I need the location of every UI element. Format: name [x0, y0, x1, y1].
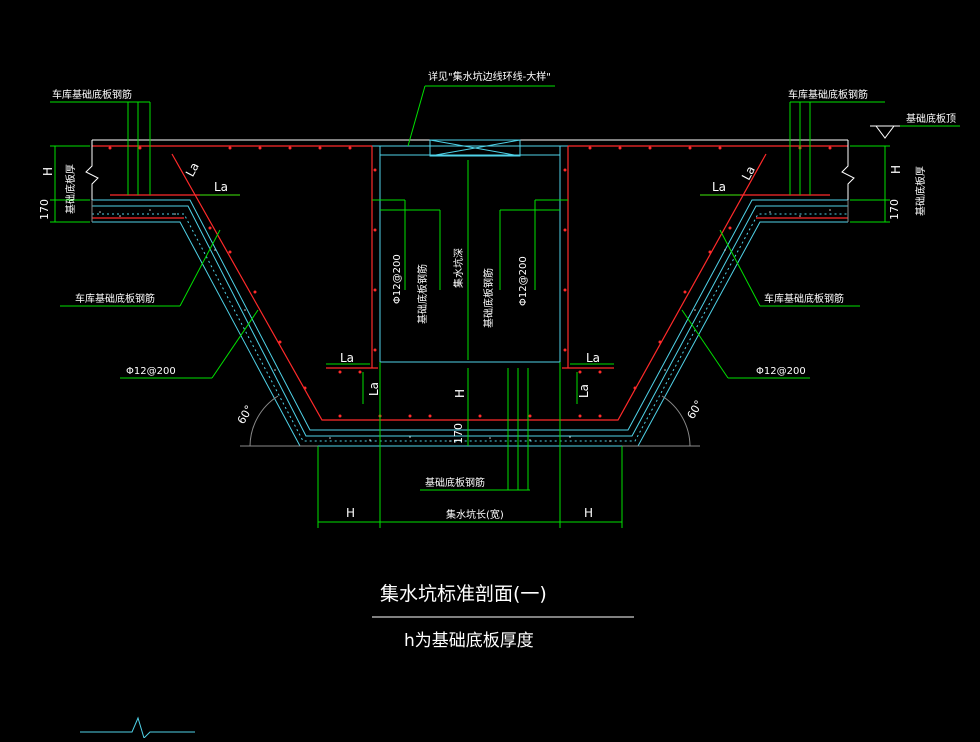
h-dimension-label: H	[41, 167, 55, 176]
rebar-dots	[108, 146, 832, 418]
la-label: La	[214, 180, 228, 194]
h-dimension-label: H	[889, 165, 903, 174]
right-spacing-label: Φ12@200	[756, 366, 806, 377]
thickness-170-label: 170	[452, 423, 465, 444]
dimensions	[50, 125, 960, 739]
angle-60-label: 60°	[685, 398, 706, 421]
left-spacing-label: Φ12@200	[126, 366, 176, 377]
la-label: La	[183, 160, 202, 179]
la-label: La	[712, 180, 726, 194]
angle-60-label: 60°	[235, 403, 256, 426]
drawing-title: 集水坑标准剖面(一)	[380, 583, 547, 605]
left-slope-rebar-label: 车库基础底板钢筋	[75, 292, 155, 305]
la-label: La	[340, 351, 354, 365]
pit-width-label: 集水坑长(宽)	[446, 508, 504, 521]
la-label: La	[577, 384, 591, 398]
h-dimension-label: H	[346, 506, 355, 520]
right-floor-label: 基础底板顶	[906, 112, 956, 125]
thickness-170-label: 170	[38, 199, 51, 220]
bottom-rebar-label: 基础底板钢筋	[425, 476, 485, 489]
concrete-outline	[92, 139, 848, 447]
inner-left-rebar-label: 基础底板钢筋	[416, 264, 429, 324]
labels: 详见"集水坑边线环线-大样" 车库基础底板钢筋 车库基础底板钢筋 基础底板顶 车…	[38, 70, 956, 651]
la-label: La	[586, 351, 600, 365]
inner-right-spacing-label: Φ12@200	[518, 256, 529, 306]
thickness-170-label: 170	[888, 199, 901, 220]
top-note-label: 详见"集水坑边线环线-大样"	[428, 70, 551, 83]
drawing-subtitle: h为基础底板厚度	[404, 631, 534, 651]
right-thickness-label: 基础底板厚	[914, 166, 927, 216]
left-thickness-label: 基础底板厚	[64, 164, 77, 214]
rebar-lines	[92, 145, 848, 421]
leader-lines	[50, 85, 885, 491]
right-slope-rebar-label: 车库基础底板钢筋	[764, 292, 844, 305]
inner-center-label: 集水坑深	[452, 248, 465, 288]
la-label: La	[367, 382, 381, 396]
la-label: La	[739, 164, 758, 183]
h-dimension-label: H	[584, 506, 593, 520]
left-top-rebar-label: 车库基础底板钢筋	[52, 88, 132, 101]
concrete-hatch	[99, 209, 831, 442]
right-top-rebar-label: 车库基础底板钢筋	[788, 88, 868, 101]
inner-right-rebar-label: 基础底板钢筋	[482, 268, 495, 328]
h-dimension-label: H	[453, 389, 467, 398]
inner-left-spacing-label: Φ12@200	[392, 254, 403, 304]
